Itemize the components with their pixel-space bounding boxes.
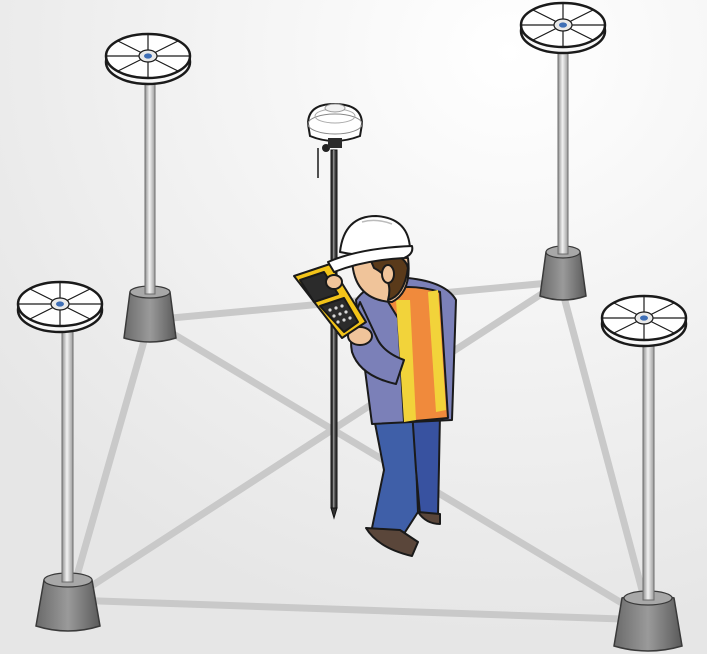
gnss-antenna-icon bbox=[602, 296, 686, 346]
gnss-antenna-icon bbox=[521, 3, 605, 53]
gnss-antenna-icon bbox=[18, 282, 102, 332]
gnss-antenna-icon bbox=[106, 34, 190, 84]
